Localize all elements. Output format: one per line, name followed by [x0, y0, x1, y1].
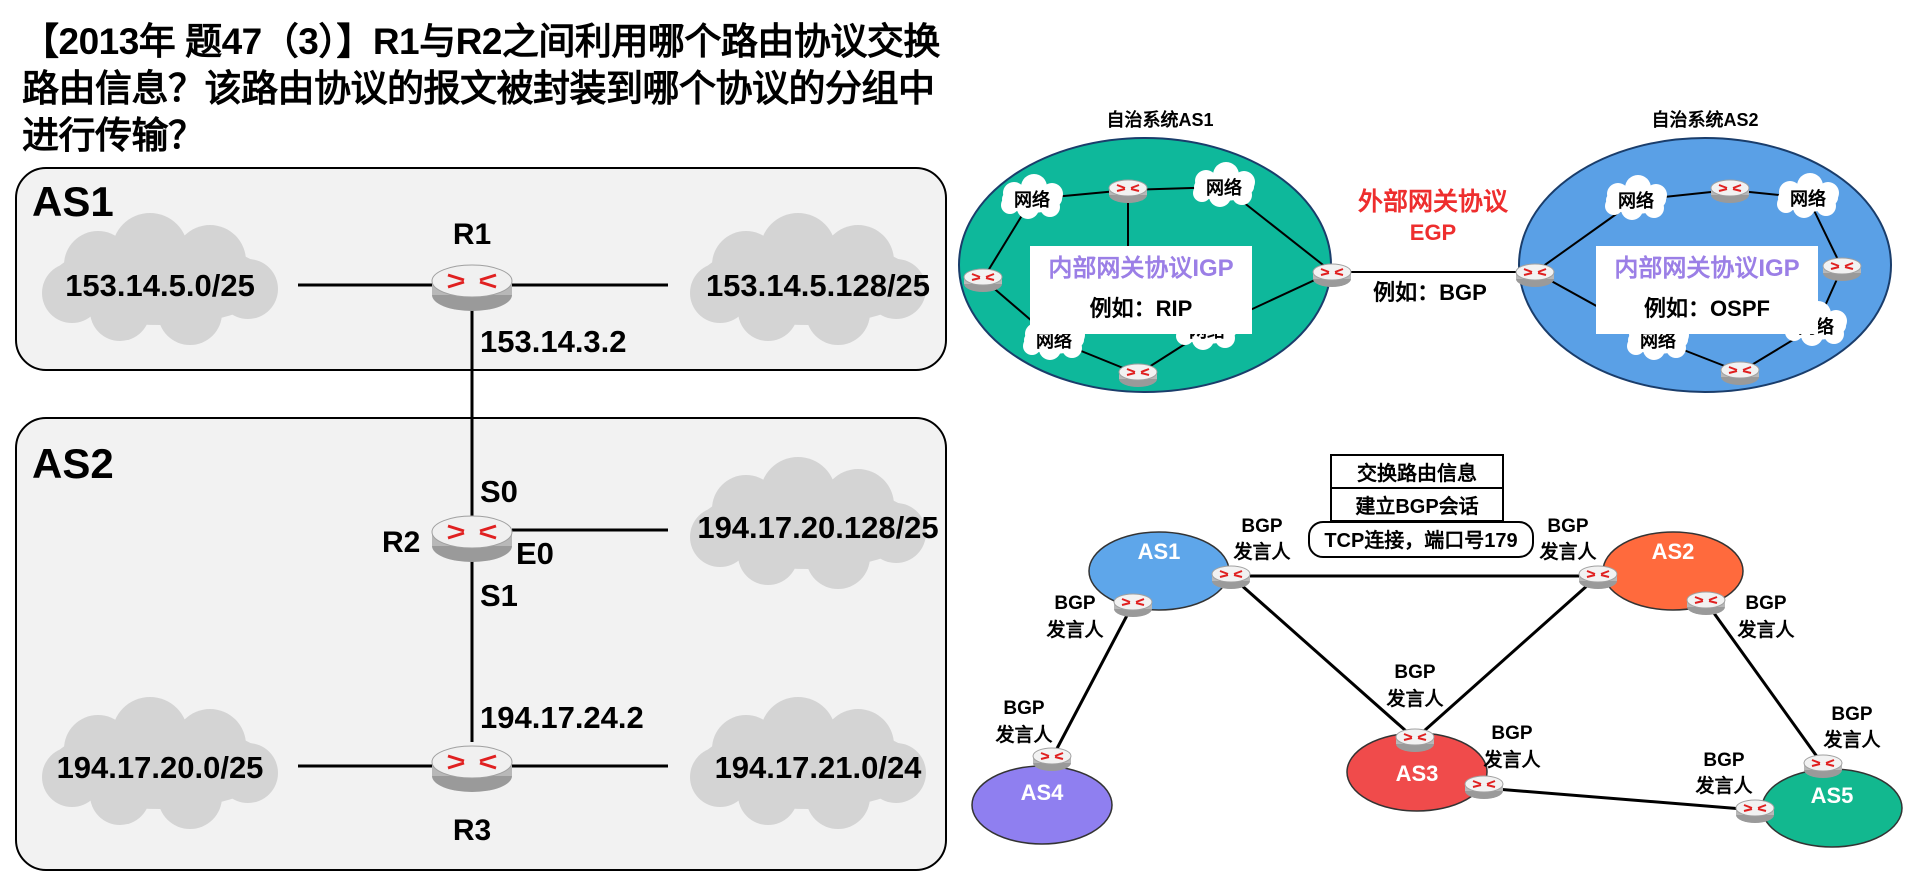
network-label: 194.17.21.0/24: [715, 750, 923, 785]
igp-label: 内部网关协议IGP: [1048, 254, 1233, 282]
router-r1-label: R1: [453, 218, 491, 251]
network-label: 153.14.5.128/25: [706, 268, 930, 303]
bgp-speaker-icon: [1113, 593, 1153, 618]
egp-label: 外部网关协议: [1358, 187, 1509, 216]
network-word: 网络: [1206, 177, 1242, 198]
as2-label: AS2: [32, 440, 114, 487]
speaker-bgp: BGP: [1745, 593, 1787, 614]
igp-example: 例如：OSPF: [1644, 296, 1770, 321]
router-icon: [430, 263, 514, 313]
bgp-speaker-icon: [1686, 591, 1726, 616]
speaker-bgp: BGP: [1703, 750, 1745, 771]
igp-example: 例如：RIP: [1090, 296, 1193, 321]
router-r3-label: R3: [453, 814, 491, 847]
speaker-bgp: BGP: [1831, 704, 1873, 725]
as5-node: [1761, 768, 1903, 848]
as-name: AS3: [1396, 761, 1439, 786]
bgp-speaker-icon: [1395, 728, 1435, 753]
network-label: 194.17.20.0/25: [57, 750, 264, 785]
speaker-word: 发言人: [1385, 687, 1444, 710]
router-icon: [1720, 361, 1760, 386]
network-word: 网络: [1790, 188, 1826, 209]
network-word: 网络: [1036, 330, 1072, 351]
as-name: AS5: [1811, 783, 1854, 808]
network-label: 153.14.5.0/25: [65, 268, 255, 303]
stack-layer: [1330, 487, 1504, 522]
router-icon: [1822, 257, 1862, 282]
network-word: 网络: [1014, 189, 1050, 210]
bgp-speaker-icon: [1803, 754, 1843, 779]
bgp-links: [1050, 574, 1825, 812]
stack-label: 建立BGP会话: [1355, 494, 1478, 518]
egp-example: 例如：BGP: [1373, 280, 1487, 305]
speaker-bgp: BGP: [1491, 723, 1533, 744]
router-icon: [1118, 363, 1158, 388]
speaker-word: 发言人: [1538, 540, 1597, 563]
bgp-speaker-icon: [1032, 747, 1072, 772]
speaker-bgp: BGP: [1394, 662, 1436, 683]
as-name: AS4: [1021, 780, 1065, 805]
interface-label: S0: [480, 474, 518, 509]
speaker-word: 发言人: [994, 723, 1053, 746]
speaker-bgp: BGP: [1241, 516, 1283, 537]
stack-label: 交换路由信息: [1357, 461, 1477, 485]
speaker-bgp: BGP: [1547, 516, 1589, 537]
speaker-word: 发言人: [1232, 540, 1291, 563]
router-icon: [1312, 263, 1352, 288]
bgp-speaker-icon: [1578, 565, 1618, 590]
stack-label: TCP连接，端口号179: [1324, 528, 1517, 552]
bgp-speaker-icon: [1464, 775, 1504, 800]
router-icon: [430, 744, 514, 794]
network-word: 网络: [1640, 330, 1676, 351]
egp-abbr: EGP: [1410, 220, 1456, 245]
address-label: 153.14.3.2: [480, 324, 627, 359]
as-name: AS1: [1138, 539, 1181, 564]
address-label: 194.17.24.2: [480, 700, 644, 735]
router-r2-label: R2: [382, 526, 420, 559]
router-icon: [963, 268, 1003, 293]
as1-label: AS1: [32, 178, 114, 225]
speaker-word: 发言人: [1482, 748, 1541, 771]
as4-node: [971, 765, 1113, 845]
interface-label: E0: [516, 536, 554, 571]
interface-label: S1: [480, 578, 518, 613]
bgp-speaker-icon: [1211, 565, 1251, 590]
speaker-word: 发言人: [1045, 618, 1104, 641]
as2-title: 自治系统AS2: [1651, 109, 1758, 130]
speaker-bgp: BGP: [1003, 698, 1045, 719]
as1-title: 自治系统AS1: [1106, 109, 1213, 130]
igp-label: 内部网关协议IGP: [1614, 254, 1799, 282]
router-icon: [1515, 263, 1555, 288]
network-word: 网络: [1618, 190, 1654, 211]
as1-igp-box: [1030, 246, 1252, 334]
router-icon: [1710, 179, 1750, 204]
bgp-speaker-icon: [1735, 799, 1775, 824]
speaker-word: 发言人: [1822, 728, 1881, 751]
stack-layer: [1330, 454, 1504, 489]
router-icon: [430, 514, 514, 564]
network-label: 194.17.20.128/25: [697, 510, 938, 545]
speaker-word: 发言人: [1694, 774, 1753, 797]
as2-igp-box: [1596, 246, 1818, 334]
as-name: AS2: [1652, 539, 1695, 564]
question-title: 【2013年 题47（3）】R1与R2之间利用哪个路由协议交换路由信息？该路由协…: [22, 21, 940, 156]
speaker-word: 发言人: [1736, 618, 1795, 641]
stack-layer: [1308, 521, 1534, 558]
router-icon: [1108, 179, 1148, 204]
speaker-bgp: BGP: [1054, 593, 1096, 614]
